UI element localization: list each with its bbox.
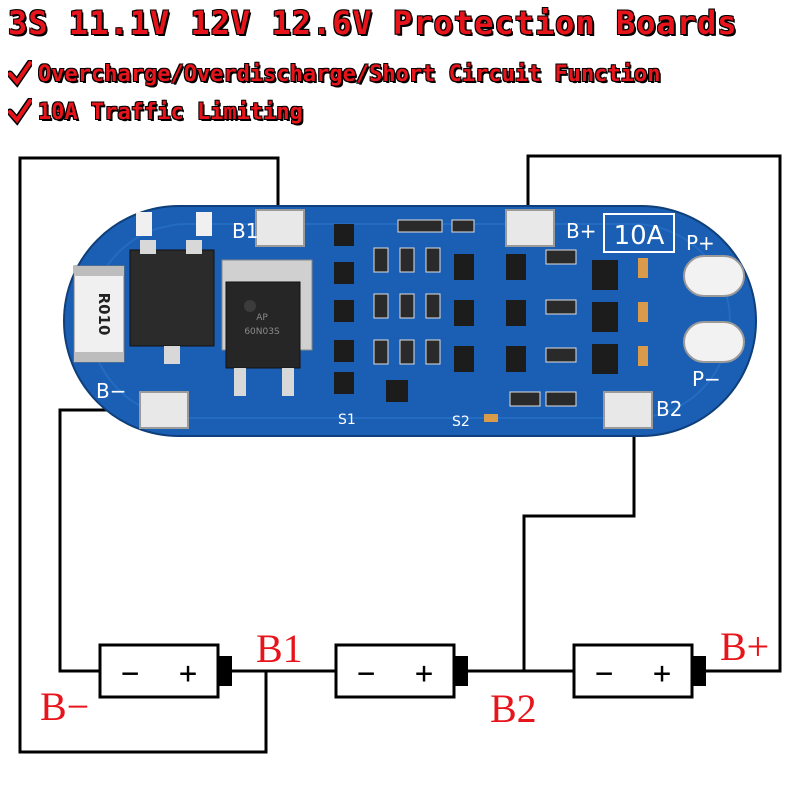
wire-bminus bbox=[58, 408, 162, 673]
checkmark-icon bbox=[8, 98, 32, 126]
label-b-plus: B+ bbox=[720, 624, 769, 669]
board-label-pminus: P− bbox=[692, 367, 721, 391]
label-b2: B2 bbox=[490, 686, 537, 731]
mosfet-marking: 60N03S bbox=[244, 327, 280, 337]
feature-item: 10A Traffic Limiting bbox=[8, 98, 303, 126]
page-title: 3S 11.1V 12V 12.6V Protection Boards bbox=[8, 4, 738, 42]
board-label-pplus: P+ bbox=[686, 231, 715, 255]
resistor-r010 bbox=[73, 265, 125, 363]
board-label-s2: S2 bbox=[452, 414, 470, 430]
mosfet-marking: AP bbox=[256, 313, 268, 323]
feature-item: Overcharge/Overdischarge/Short Circuit F… bbox=[8, 60, 661, 88]
board-label-b2: B2 bbox=[656, 397, 682, 421]
feature-text: Overcharge/Overdischarge/Short Circuit F… bbox=[38, 61, 661, 87]
battery-cell: − + bbox=[98, 643, 232, 699]
resistor-label: R010 bbox=[95, 293, 113, 336]
mosfet bbox=[225, 281, 301, 369]
pad-b2 bbox=[603, 391, 653, 429]
pad-bminus bbox=[139, 391, 189, 429]
pad-bplus bbox=[505, 209, 555, 247]
board-label-bminus: B− bbox=[96, 379, 126, 403]
rating-box bbox=[603, 213, 675, 253]
board-label-bplus: B+ bbox=[566, 219, 596, 243]
sot-chips bbox=[334, 224, 408, 402]
battery-cell: − + bbox=[572, 643, 706, 699]
wires bbox=[18, 154, 782, 754]
pad-b1 bbox=[255, 209, 305, 247]
smd-components bbox=[373, 219, 648, 422]
feature-text: 10A Traffic Limiting bbox=[38, 99, 303, 125]
ic-large bbox=[129, 249, 215, 347]
cell-minus: − bbox=[595, 656, 613, 691]
wire-b2 bbox=[522, 410, 636, 671]
cell-minus: − bbox=[357, 656, 375, 691]
label-b1: B1 bbox=[256, 626, 303, 671]
label-b-minus: B− bbox=[40, 684, 89, 729]
wire-b1 bbox=[18, 156, 280, 754]
checkmark-icon bbox=[8, 60, 32, 88]
pad-pminus bbox=[683, 321, 745, 363]
cell-plus: + bbox=[179, 656, 197, 691]
board-label-b1: B1 bbox=[232, 219, 258, 243]
board-rating: 10A bbox=[614, 221, 665, 251]
cell-plus: + bbox=[415, 656, 433, 691]
pad-pplus bbox=[683, 255, 745, 297]
cell-plus: + bbox=[653, 656, 671, 691]
protection-board: R010 AP 60N03S bbox=[63, 205, 757, 437]
cell-minus: − bbox=[121, 656, 139, 691]
battery-cell: − + bbox=[334, 643, 468, 699]
board-label-s1: S1 bbox=[338, 412, 356, 428]
wire-bplus bbox=[526, 154, 782, 673]
